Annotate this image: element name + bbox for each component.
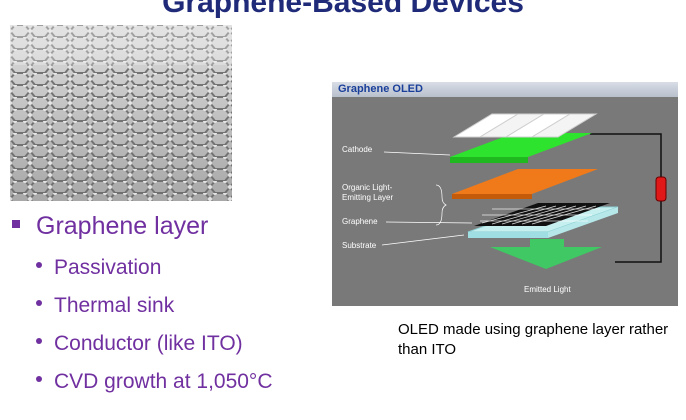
battery-icon [655, 176, 667, 202]
label-emitted-light: Emitted Light [524, 285, 571, 294]
orange-organic-layer [452, 169, 598, 194]
label-organic-line2: Emitting Layer [342, 193, 394, 202]
square-bullet-icon [12, 220, 20, 229]
label-organic-line1: Organic Light- [342, 183, 393, 192]
panel-title: Graphene OLED [338, 83, 423, 95]
sub-bullet-text: Passivation [54, 256, 162, 279]
sub-bullet-text: Conductor (like ITO) [54, 332, 243, 355]
slide-title: Graphene-Based Devices [162, 0, 524, 19]
green-organic-layer [450, 133, 592, 157]
graphene-oled-panel: Graphene OLED [332, 82, 678, 306]
sub-bullet-passivation: Passivation [36, 256, 161, 280]
label-substrate: Substrate [342, 241, 377, 250]
oled-layer-diagram [381, 113, 667, 269]
label-cathode: Cathode [342, 145, 373, 154]
substrate-side [548, 207, 618, 238]
label-graphene: Graphene [342, 217, 378, 226]
dot-bullet-icon [36, 338, 42, 345]
sub-bullet-text: Thermal sink [54, 294, 175, 317]
dot-bullet-icon [36, 300, 42, 307]
diagram-caption: OLED made using graphene layer rather th… [398, 321, 669, 358]
sub-bullet-text: CVD growth at 1,050°C [54, 370, 273, 393]
panel-header: Graphene OLED [332, 82, 678, 97]
bullet-text: Graphene layer [36, 212, 209, 240]
sub-bullet-cvd-growth: CVD growth at 1,050°C [36, 370, 273, 394]
sub-bullet-thermal-sink: Thermal sink [36, 294, 174, 318]
dot-bullet-icon [36, 376, 42, 383]
cathode-strip [530, 113, 598, 138]
circuit-wire [590, 133, 662, 263]
emitted-light-arrow [490, 239, 602, 269]
substrate-edge [468, 232, 548, 238]
sub-bullet-conductor: Conductor (like ITO) [36, 332, 243, 356]
graphene-lattice-image [10, 25, 232, 201]
dot-bullet-icon [36, 262, 42, 269]
bullet-graphene-layer: Graphene layer [12, 212, 208, 241]
organic-bracket [435, 184, 447, 226]
